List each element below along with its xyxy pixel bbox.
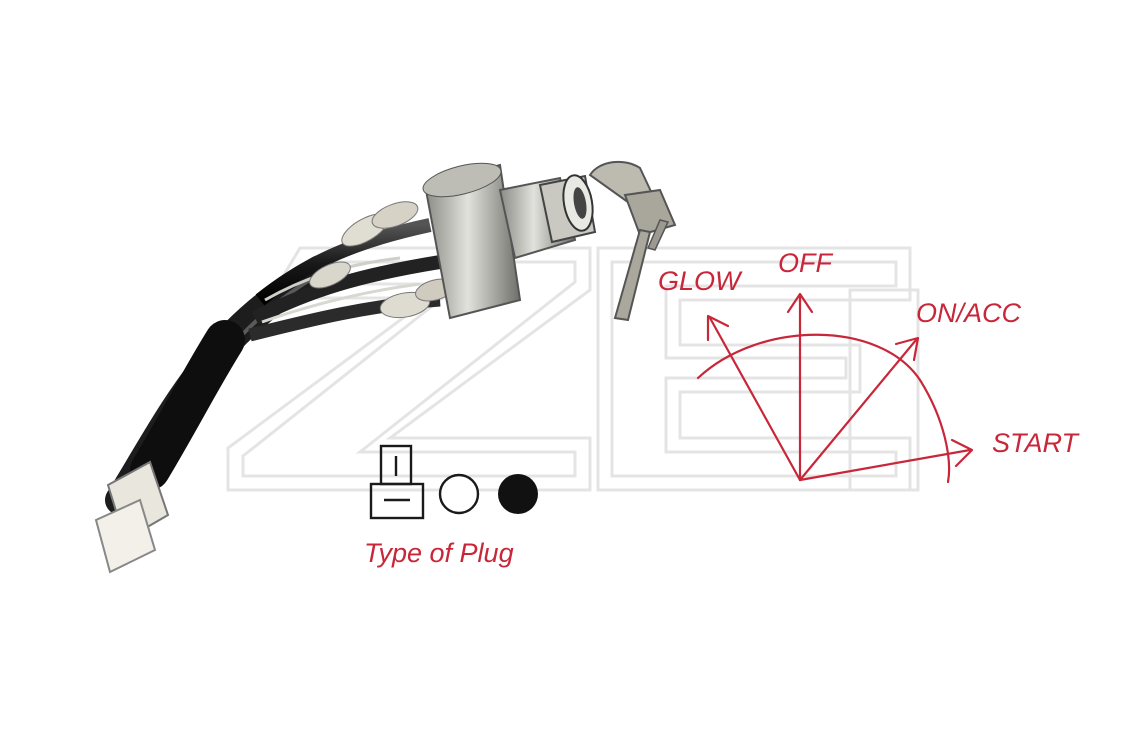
plug-type-caption: Type of Plug	[364, 538, 514, 568]
position-label-start: START	[992, 428, 1079, 458]
position-label-on-acc: ON/ACC	[916, 298, 1022, 328]
position-label-off: OFF	[778, 248, 832, 278]
key-position-diagram	[696, 292, 974, 484]
flat-plug-icon	[369, 444, 425, 520]
plug-type-symbols	[369, 444, 538, 520]
on-acc-arrow	[798, 338, 918, 482]
rotation-arc	[696, 333, 951, 484]
ignition-switch-photo	[94, 160, 677, 574]
position-label-glow: GLOW	[658, 266, 741, 296]
start-arrow	[798, 448, 972, 482]
glow-arrow	[708, 316, 802, 482]
filled-circle-icon	[498, 474, 538, 514]
watermark-logo	[226, 246, 920, 492]
open-circle-icon	[438, 473, 480, 515]
